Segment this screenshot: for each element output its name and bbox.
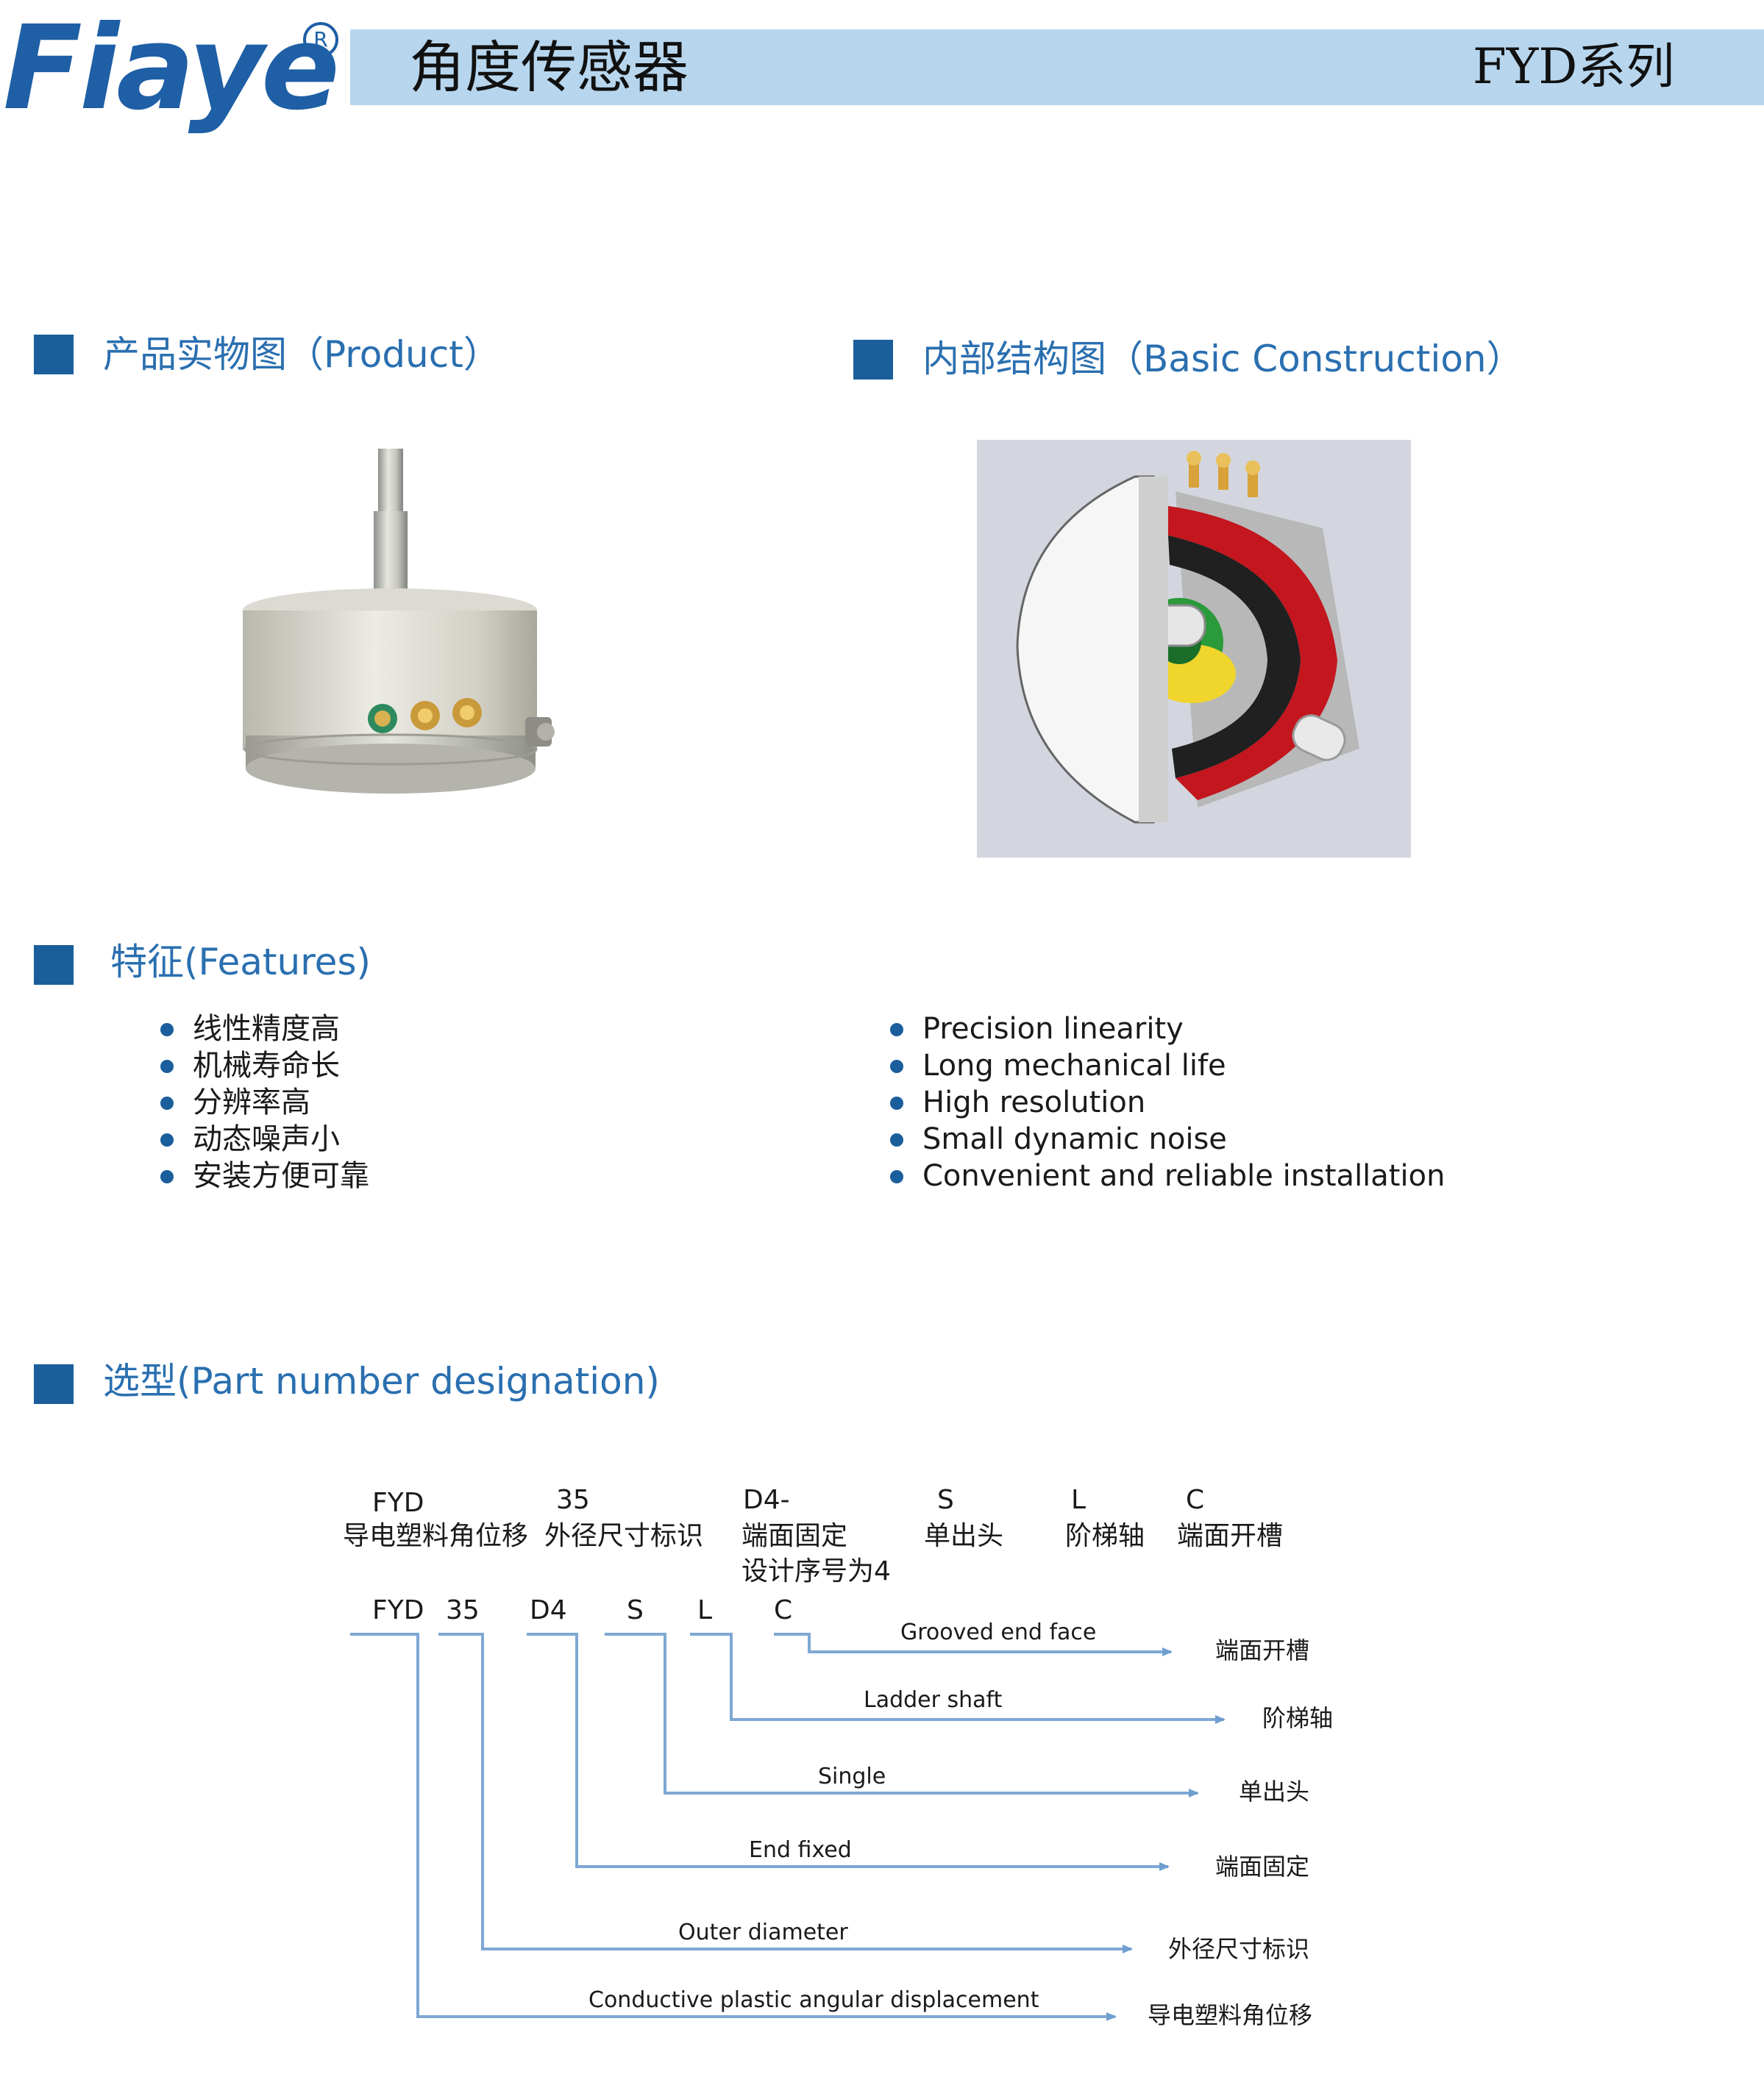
desc-top-s: 单出头	[924, 1521, 1004, 1551]
code-35: 35	[446, 1595, 480, 1625]
section-title-product: 产品实物图（Product）	[103, 333, 500, 376]
code-c: C	[774, 1595, 793, 1625]
code-top-c: C	[1186, 1485, 1205, 1515]
desc-top-c: 端面开槽	[1177, 1521, 1284, 1551]
code-s: S	[627, 1595, 644, 1625]
bullet-icon	[890, 1097, 903, 1110]
feature-item: 安装方便可靠	[160, 1158, 369, 1194]
code-top-d4: D4-	[743, 1485, 790, 1515]
feature-item: Precision linearity	[890, 1011, 1445, 1047]
section-title-features: 特征(Features)	[110, 941, 371, 983]
branch-label-en: Grooved end face	[900, 1620, 1097, 1645]
bullet-icon	[890, 1060, 903, 1073]
desc-top-d4: 端面固定	[741, 1521, 848, 1551]
branch-label-en: Ladder shaft	[864, 1687, 1003, 1713]
construction-diagram	[977, 440, 1411, 858]
code-d4: D4	[530, 1595, 567, 1625]
feature-item: 动态噪声小	[160, 1121, 369, 1158]
section-title-construction: 内部结构图（Basic Construction）	[922, 338, 1523, 380]
code-l: L	[697, 1595, 713, 1625]
features-list-cn: 线性精度高 机械寿命长 分辨率高 动态噪声小 安装方便可靠	[160, 1011, 369, 1194]
feature-item: Long mechanical life	[890, 1047, 1445, 1084]
branch-label-en: End fixed	[749, 1837, 852, 1863]
code-fyd: FYD	[372, 1595, 424, 1625]
desc-top-l: 阶梯轴	[1065, 1521, 1145, 1551]
feature-item: 线性精度高	[160, 1011, 369, 1047]
bullet-icon	[160, 1023, 174, 1036]
bullet-icon	[160, 1060, 174, 1073]
brand-logo: Fiaye R	[3, 4, 341, 129]
code-top-fyd: FYD	[372, 1488, 424, 1518]
section-marker	[853, 340, 893, 380]
branch-output-cn: 端面开槽	[1215, 1636, 1310, 1664]
page-title: 角度传感器	[409, 35, 689, 100]
branch-output-cn: 阶梯轴	[1262, 1704, 1334, 1732]
section-marker	[34, 945, 74, 985]
branch-output-cn: 导电塑料角位移	[1148, 2001, 1313, 2029]
bullet-icon	[160, 1133, 174, 1147]
section-title-designation: 选型(Part number designation)	[103, 1360, 660, 1403]
feature-item: High resolution	[890, 1084, 1445, 1121]
registered-mark-icon: R	[303, 22, 338, 57]
bullet-icon	[890, 1023, 903, 1036]
desc-top-35: 外径尺寸标识	[544, 1521, 704, 1551]
bullet-icon	[890, 1170, 903, 1183]
desc-top-d4-extra: 设计序号为4	[741, 1556, 891, 1586]
feature-item: 分辨率高	[160, 1084, 369, 1121]
branch-label-en: Outer diameter	[678, 1920, 848, 1945]
code-top-35: 35	[556, 1485, 590, 1515]
bullet-icon	[160, 1170, 174, 1183]
section-marker	[34, 1364, 74, 1404]
branch-output-cn: 端面固定	[1215, 1853, 1310, 1881]
product-photo	[243, 449, 555, 794]
header-bar	[350, 29, 1764, 105]
branch-output-cn: 单出头	[1239, 1778, 1310, 1806]
features-list-en: Precision linearity Long mechanical life…	[890, 1011, 1445, 1194]
branch-label-en: Single	[818, 1764, 886, 1789]
desc-top-fyd: 导电塑料角位移	[343, 1521, 529, 1551]
code-top-s: S	[937, 1485, 954, 1515]
section-marker	[34, 335, 74, 374]
logo-wordmark: Fiaye	[3, 1, 340, 136]
feature-item: Small dynamic noise	[890, 1121, 1445, 1158]
branch-label-en: Conductive plastic angular displacement	[588, 1987, 1039, 2013]
feature-item: Convenient and reliable installation	[890, 1158, 1445, 1194]
feature-item: 机械寿命长	[160, 1047, 369, 1084]
series-label: FYD系列	[1473, 38, 1675, 95]
code-top-l: L	[1071, 1485, 1087, 1515]
bullet-icon	[160, 1097, 174, 1110]
bullet-icon	[890, 1133, 903, 1147]
branch-output-cn: 外径尺寸标识	[1168, 1935, 1310, 1963]
